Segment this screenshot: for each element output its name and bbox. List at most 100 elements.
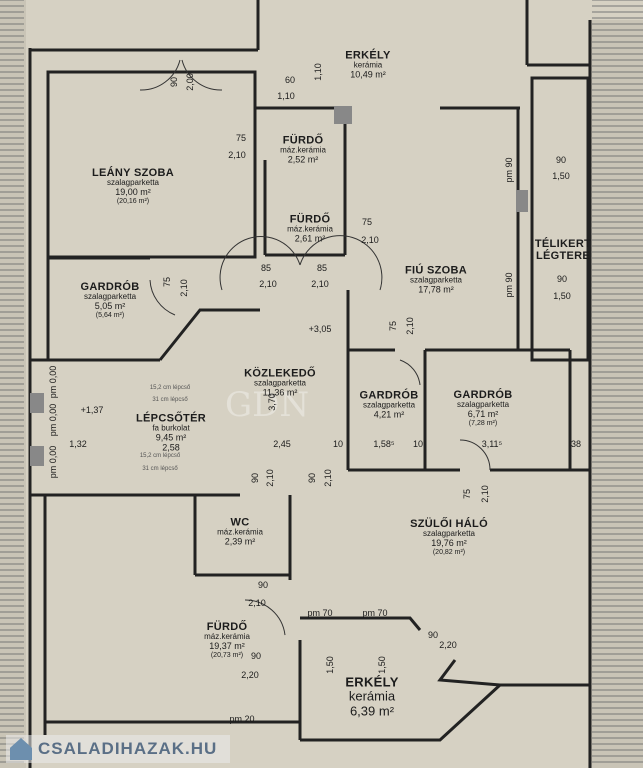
room-name: LÉPCSŐTÉR <box>136 412 206 425</box>
dimension: 90 <box>250 472 260 484</box>
watermark-center: GDN <box>225 385 310 425</box>
dimension: 3,11⁵ <box>481 439 503 449</box>
dimension: pm 90 <box>504 157 514 183</box>
dimension: pm 0,00 <box>48 403 58 437</box>
room-name-2: LÉGTERE <box>535 250 591 262</box>
room-name: GARDRÓB <box>359 389 419 402</box>
room-area: 11,36 m² <box>262 387 298 398</box>
room-area: 9,45 m² <box>155 432 187 443</box>
room-area: 6,71 m² <box>467 408 499 419</box>
house-logo-icon <box>10 738 32 760</box>
dimension: 75 <box>388 320 398 332</box>
room-area: 19,37 m² <box>209 640 245 651</box>
dimension: pm 70 <box>362 608 388 618</box>
dimension: 75 <box>462 488 472 500</box>
room-name: GARDRÓB <box>453 388 513 401</box>
room-wc: WC máz.kerámia 2,39 m² <box>217 517 263 548</box>
dimension: 2,20 <box>439 640 457 650</box>
stairs-note: 31 cm lépcső <box>142 466 178 472</box>
room-gardrob-2: GARDRÓB szalagparketta 4,21 m² <box>360 390 419 421</box>
room-name: TÉLIKERT <box>534 237 592 250</box>
dimension: 2,45 <box>273 439 291 449</box>
room-floor: szalagparketta <box>106 177 160 187</box>
dimension: pm 20 <box>229 714 255 724</box>
room-name: FÜRDŐ <box>289 213 331 226</box>
dimension: 1,10 <box>313 63 323 81</box>
watermark-text: CSALADIHAZAK.HU <box>38 739 218 758</box>
room-floor: kerámia <box>348 688 396 704</box>
dimension: 85 <box>260 263 272 273</box>
room-telikert: TÉLIKERT LÉGTERE <box>535 238 591 262</box>
room-area: 17,78 m² <box>418 284 454 295</box>
dimension: 75 <box>361 217 373 227</box>
room-kozlekedo: KÖZLEKEDŐ szalagparketta 11,36 m² <box>244 368 316 399</box>
dimension: 2,10 <box>405 317 415 335</box>
stairs-note: 31 cm lépcső <box>152 397 188 403</box>
dimension: 1,32 <box>69 439 87 449</box>
room-gross-area: (20,73 m²) <box>210 651 244 659</box>
room-floor: szalagparketta <box>362 400 416 410</box>
room-area: 4,21 m² <box>373 409 405 420</box>
dimension: 90 <box>250 651 262 661</box>
room-extra: 2,58 <box>162 442 180 453</box>
room-floor: szalagparketta <box>83 291 137 301</box>
dimension: 90 <box>257 580 269 590</box>
dimension: 2,10 <box>480 485 490 503</box>
room-erkely-bottom: ERKÉLY kerámia 6,39 m² <box>345 674 399 719</box>
dimension: 2,10 <box>259 279 277 289</box>
dimension: 90 <box>556 274 568 284</box>
room-floor: kerámia <box>353 60 383 70</box>
dimension: 60 <box>284 75 296 85</box>
dimension: 38 <box>570 439 582 449</box>
dimension: 10 <box>412 439 424 449</box>
room-area: 2,61 m² <box>294 233 326 244</box>
dimension: 2,00 <box>185 73 195 91</box>
room-area: 6,39 m² <box>349 703 395 719</box>
dimension: 90 <box>169 76 179 88</box>
room-furdo-2: FÜRDŐ máz.kerámia 2,61 m² <box>287 214 333 245</box>
dimension: 1,50 <box>553 291 571 301</box>
room-name: ERKÉLY <box>345 674 399 690</box>
room-name: KÖZLEKEDŐ <box>244 367 316 380</box>
room-area: 2,52 m² <box>287 154 319 165</box>
room-floor: máz.kerámia <box>280 145 326 155</box>
dimension: 2,10 <box>228 150 246 160</box>
dimension: 1,10 <box>277 91 295 101</box>
room-area: 5,05 m² <box>94 300 126 311</box>
room-name: GARDRÓB <box>80 280 140 293</box>
dimension: 1,58⁵ <box>373 439 395 449</box>
room-leany-szoba: LEÁNY SZOBA szalagparketta 19,00 m² (20,… <box>92 167 174 205</box>
right-hatch <box>588 20 643 768</box>
dimension: 1,50 <box>377 656 387 674</box>
room-name: FIÚ SZOBA <box>405 264 467 277</box>
room-name: FÜRDŐ <box>282 134 324 147</box>
dimension: 1,50 <box>325 656 335 674</box>
dimension: 2,10 <box>323 469 333 487</box>
dimension: pm 70 <box>307 608 333 618</box>
room-floor: szalagparketta <box>456 399 510 409</box>
dimension: 2,10 <box>361 235 379 245</box>
dimension: 90 <box>555 155 567 165</box>
dimension: pm 90 <box>504 272 514 298</box>
dimension: 85 <box>316 263 328 273</box>
door-swings <box>139 59 491 636</box>
room-floor: szalagparketta <box>253 378 307 388</box>
room-floor: máz.kerámia <box>217 527 263 537</box>
room-gardrob-3: GARDRÓB szalagparketta 6,71 m² (7,28 m²) <box>454 389 513 427</box>
dimension: 1,50 <box>552 171 570 181</box>
dimension: 2,10 <box>311 279 329 289</box>
room-furdo-1: FÜRDŐ máz.kerámia 2,52 m² <box>280 135 326 166</box>
room-area: 19,00 m² <box>115 186 151 197</box>
stairs-note: 15,2 cm lépcső <box>139 453 181 459</box>
room-floor: szalagparketta <box>409 275 463 285</box>
stairs-note: 15,2 cm lépcső <box>149 385 191 391</box>
room-lepcsoter: LÉPCSŐTÉR fa burkolat 9,45 m² 2,58 <box>136 413 206 454</box>
dimension: 2,20 <box>241 670 259 680</box>
room-gross-area: (20,16 m²) <box>116 197 150 205</box>
room-floor: máz.kerámia <box>204 631 250 641</box>
room-floor: máz.kerámia <box>287 224 333 234</box>
dimension: 75 <box>235 133 247 143</box>
room-erkely-top: ERKÉLY kerámia 10,49 m² <box>345 50 390 81</box>
dimension: 90 <box>307 472 317 484</box>
